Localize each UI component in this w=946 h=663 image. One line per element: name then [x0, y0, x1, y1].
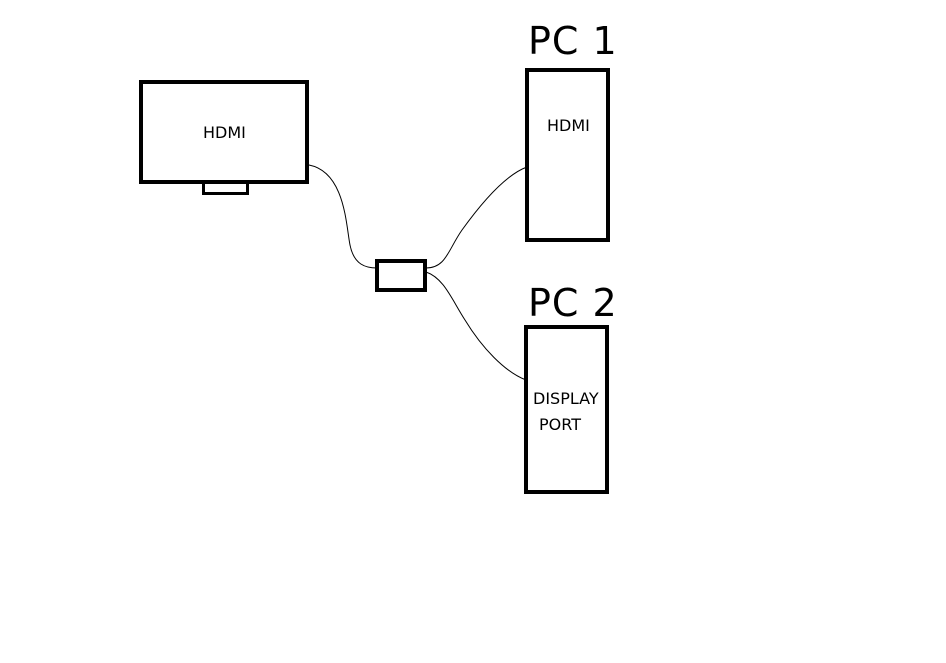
- cable-monitor-to-switch: [308, 164, 378, 269]
- cable-switch-to-pc2: [425, 271, 527, 381]
- pc2-title: PC 2: [528, 281, 618, 325]
- pc1-title: PC 1: [528, 19, 618, 63]
- pc1-port-label: HDMI: [547, 116, 590, 135]
- monitor-stand: [202, 181, 249, 195]
- hdmi-switch: [375, 259, 427, 292]
- pc2-tower: [524, 325, 609, 494]
- pc1-tower: [525, 68, 610, 242]
- cable-switch-to-pc1: [425, 166, 528, 269]
- pc2-port-label-line2: PORT: [539, 415, 581, 434]
- pc2-port-label-line1: DISPLAY: [533, 389, 599, 408]
- monitor-screen: [139, 80, 309, 184]
- monitor-port-label: HDMI: [203, 123, 246, 142]
